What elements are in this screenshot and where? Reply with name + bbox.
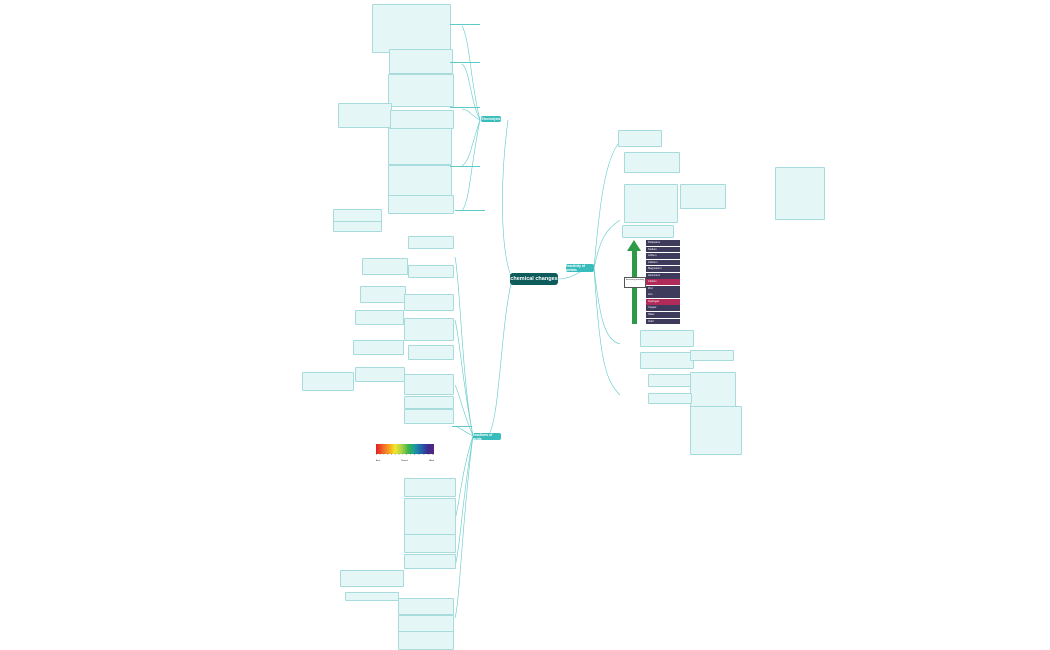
metal-calcium: Calcium [646,259,680,266]
note-box [355,310,404,326]
note-box [398,598,454,616]
note-box [640,352,694,370]
note-box [372,4,451,54]
branch-line [450,62,480,64]
note-box [404,396,454,410]
branch-line [450,24,480,26]
note-box [404,318,454,342]
ph-tick: 14 [432,455,434,456]
note-box [302,372,354,392]
note-box [408,345,454,361]
metal-zinc: Zinc [646,285,680,292]
note-box [338,103,392,129]
metal-carbon: Carbon [646,279,680,286]
note-box [389,49,453,75]
note-box [340,570,404,588]
metal-potassium: Potassium [646,240,680,246]
note-box [388,128,452,166]
ph-region-labels: Acid Neutral Alkali [376,460,434,462]
note-box [404,294,454,312]
ph-tick: 7 [402,455,404,456]
ph-tick: 6 [398,455,400,456]
branch-line [450,166,480,168]
note-box [398,631,454,650]
topic-electrolysis[interactable]: Electrolysis [481,116,501,122]
ph-region-label: Alkali [429,460,434,462]
ph-region-label: Neutral [401,460,408,462]
note-box [640,330,694,348]
topic-reactivity-of-metals[interactable]: reactivity of metals [566,264,594,272]
note-box [690,406,742,456]
arrow-label: Increasing reactivity [624,277,646,288]
note-box [398,615,454,633]
metal-copper: Copper [646,305,680,312]
note-box [648,374,692,388]
branch-line [452,426,472,428]
metal-sodium: Sodium [646,246,680,253]
note-box [624,152,680,174]
note-box [404,498,456,536]
ph-tick: 0 [376,455,377,456]
note-box [404,534,456,554]
up-arrow-icon [627,240,641,251]
note-box [404,374,454,396]
note-box [404,409,454,425]
metal-silver: Silver [646,312,680,318]
note-box [404,478,456,498]
ph-tick: 10 [413,455,416,456]
ph-tick: 9 [409,455,411,456]
ph-tick: 5 [394,455,396,456]
note-box [355,367,405,383]
ph-tick: 13 [427,455,430,456]
note-box [690,350,734,362]
note-box [680,184,726,210]
ph-tick: 2 [383,455,385,456]
note-box [624,184,678,224]
topic-reactions-of-acids[interactable]: reactions of acids [473,433,501,441]
branch-line [455,210,485,212]
central-topic[interactable]: chemical changes [510,273,558,285]
metal-hydrogen: Hydrogen [646,298,680,305]
note-box [618,130,662,148]
note-box [345,592,399,602]
ph-tick: 3 [387,455,389,456]
note-box [404,554,456,570]
ph-color-bar [376,444,434,454]
note-box [622,225,674,239]
note-box [390,110,454,130]
note-box [353,340,404,356]
ph-tick: 4 [391,455,392,456]
ph-region-label: Acid [376,460,380,462]
note-box [408,236,454,250]
branch-line [450,107,480,109]
metal-magnesium: Magnesium [646,266,680,272]
metal-iron: Iron [646,292,680,299]
note-box [362,258,408,276]
note-box [388,74,454,108]
note-box [388,195,454,215]
note-box [408,265,454,279]
ph-tick: 1 [379,455,381,456]
note-box [360,286,406,304]
note-box [333,221,382,233]
metal-gold: Gold [646,318,680,325]
note-box [648,393,692,405]
metal-lithium: Lithium [646,253,680,259]
ph-tick: 11 [418,455,420,456]
ph-tick: 12 [422,455,425,456]
ph-tick: 8 [406,455,408,456]
metal-aluminium: Aluminium [646,272,680,279]
note-box [775,167,825,221]
